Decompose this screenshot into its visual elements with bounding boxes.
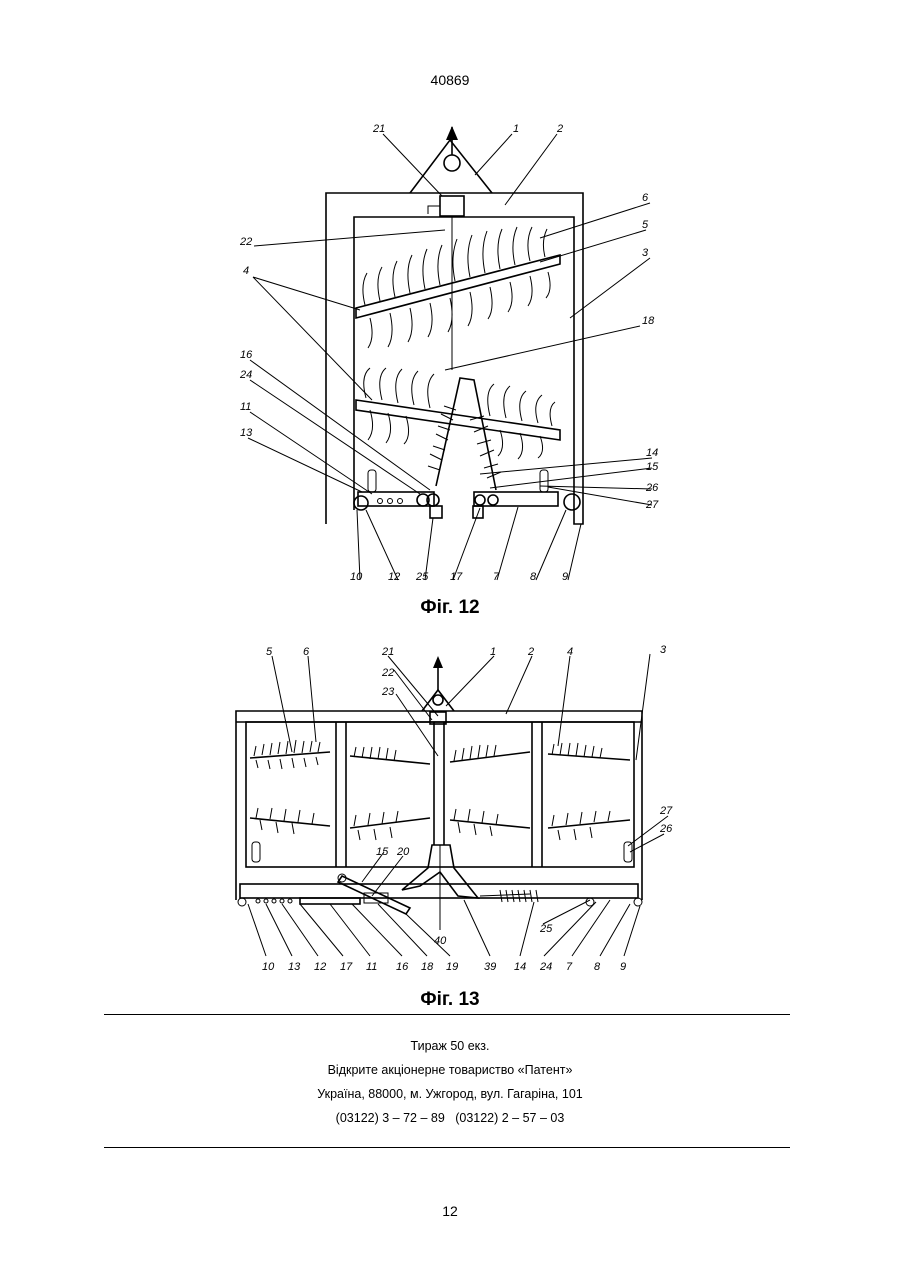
fig13-label: 17 — [340, 961, 353, 973]
publisher-name: Відкрите акціонерне товариство «Патент» — [0, 1063, 900, 1077]
fig13-label: 3 — [660, 644, 667, 656]
fig13-label: 22 — [381, 667, 394, 679]
fig13-label: 24 — [539, 961, 552, 973]
figure-13-drawing: 5 6 21 22 23 1 2 4 3 27 26 15 20 40 25 1… — [0, 0, 900, 1000]
fig13-label: 40 — [434, 935, 447, 947]
fig13-label: 39 — [484, 961, 496, 973]
fig13-label: 23 — [381, 686, 395, 698]
fig13-label: 13 — [288, 961, 301, 973]
fig13-label: 6 — [303, 646, 310, 658]
fig13-label: 19 — [446, 961, 458, 973]
fig13-label: 4 — [567, 646, 573, 658]
fig13-label: 14 — [514, 961, 526, 973]
fig13-label: 15 — [376, 846, 389, 858]
fig13-label: 1 — [490, 646, 496, 658]
fig13-label: 9 — [620, 961, 626, 973]
fig13-label: 10 — [262, 961, 275, 973]
figure-13-caption: Фіг. 13 — [0, 989, 900, 1011]
fig13-label: 18 — [421, 961, 434, 973]
fig13-label: 20 — [396, 846, 410, 858]
fig13-label: 2 — [527, 646, 534, 658]
fig13-label: 27 — [659, 805, 673, 817]
print-run: Тираж 50 екз. — [0, 1039, 900, 1053]
publisher-address: Україна, 88000, м. Ужгород, вул. Гагарін… — [0, 1087, 900, 1101]
fig13-label: 16 — [396, 961, 409, 973]
page-number: 12 — [0, 1203, 900, 1219]
fig13-label: 8 — [594, 961, 601, 973]
bottom-divider — [104, 1147, 790, 1148]
fig13-label: 12 — [314, 961, 326, 973]
fig13-label: 25 — [539, 923, 553, 935]
fig13-label: 26 — [659, 823, 673, 835]
fig13-label: 5 — [266, 646, 273, 658]
fig13-label: 21 — [381, 646, 394, 658]
fig13-label: 7 — [566, 961, 573, 973]
publisher-phones: (03122) 3 – 72 – 89 (03122) 2 – 57 – 03 — [0, 1111, 900, 1125]
fig13-label: 11 — [366, 961, 377, 973]
top-divider — [104, 1014, 790, 1015]
